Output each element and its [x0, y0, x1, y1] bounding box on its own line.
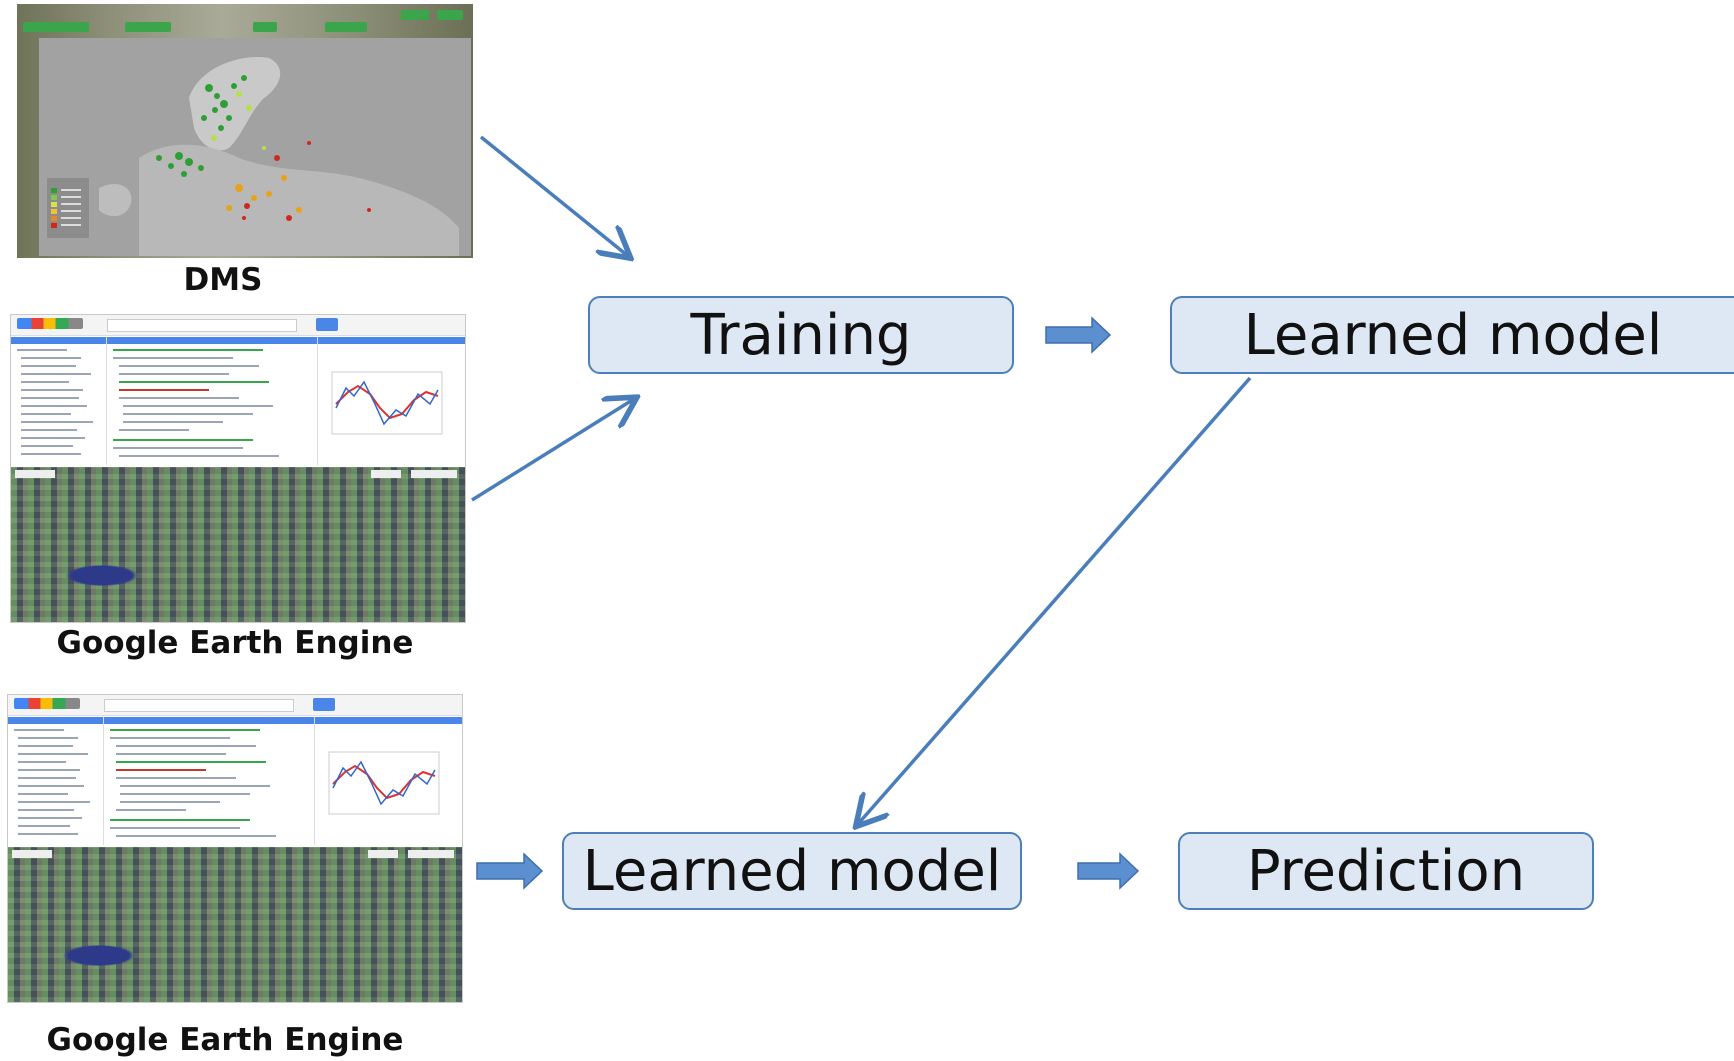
gee-screenshot-bottom	[7, 694, 463, 1003]
arrow-gee-to-training	[471, 399, 634, 502]
training-box: Training	[588, 296, 1014, 374]
arrow-learned-model-down	[858, 376, 1252, 824]
europe-map-shapes	[99, 57, 459, 256]
dms-toolbar-button	[437, 10, 463, 20]
gee-logo	[17, 318, 83, 329]
gee-top-bar	[8, 695, 462, 716]
gee-layers-button	[368, 850, 398, 858]
gee-map-toolbar	[12, 850, 52, 858]
dms-toolbar-button	[23, 22, 89, 32]
learned-model-box-bottom: Learned model	[562, 832, 1022, 910]
dms-toolbar-button	[401, 10, 429, 20]
gee-screenshot-top	[10, 314, 466, 623]
dms-toolbar-button	[125, 22, 171, 32]
dms-map-legend	[47, 178, 89, 238]
learned-model-box-top: Learned model	[1170, 296, 1734, 374]
block-arrow-learned-model-to-prediction	[1077, 852, 1140, 890]
gee-code-editor	[104, 717, 315, 845]
gee-satellite-map	[8, 847, 462, 1002]
gee-top-bar	[11, 315, 465, 336]
gee-caption-top: Google Earth Engine	[56, 625, 414, 661]
gee-code-editor	[107, 337, 318, 465]
gee-search-icon	[313, 698, 335, 711]
gee-map-satellite-toggle	[408, 850, 454, 858]
gee-map-toolbar	[15, 470, 55, 478]
dms-map-image	[17, 4, 473, 258]
prediction-box: Prediction	[1178, 832, 1594, 910]
dms-toolbar-button	[325, 22, 367, 32]
gee-search-box	[107, 319, 297, 332]
gee-search-icon	[316, 318, 338, 331]
gee-search-box	[104, 699, 294, 712]
dms-caption: DMS	[183, 262, 263, 298]
block-arrow-gee-to-learned-model	[476, 852, 544, 890]
gee-scripts-panel	[8, 717, 104, 845]
gee-scripts-panel	[11, 337, 107, 465]
dms-legend-swatches	[51, 188, 81, 228]
gee-satellite-map	[11, 467, 465, 622]
gee-map-satellite-toggle	[411, 470, 457, 478]
block-arrow-training-to-learned-model	[1045, 316, 1112, 354]
gee-ndvi-chart	[331, 371, 443, 435]
gee-console-panel	[318, 337, 465, 465]
gee-ndvi-chart	[328, 751, 440, 815]
arrow-dms-to-training	[479, 135, 628, 256]
gee-caption-bottom: Google Earth Engine	[46, 1022, 404, 1058]
gee-console-panel	[315, 717, 462, 845]
europe-map	[39, 38, 471, 256]
gee-logo	[14, 698, 80, 709]
gee-layers-button	[371, 470, 401, 478]
dms-toolbar-button	[253, 22, 277, 32]
